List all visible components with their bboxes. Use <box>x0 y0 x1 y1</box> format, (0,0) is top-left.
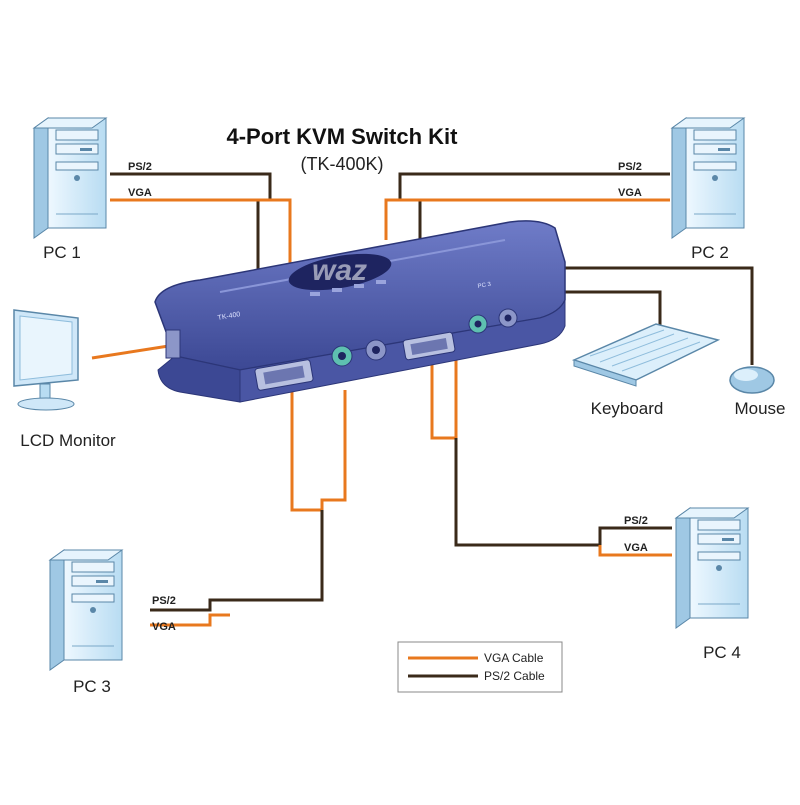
legend: VGA Cable PS/2 Cable <box>397 641 563 693</box>
pc4-vga-tail <box>598 545 672 557</box>
monitor-label: LCD Monitor <box>20 431 116 450</box>
pc3-label: PC 3 <box>73 677 111 696</box>
pc1-tower <box>33 117 107 239</box>
keyboard-cable <box>565 290 662 330</box>
pc2-tower <box>671 117 745 239</box>
pc4-ps2-cable <box>454 438 672 547</box>
pc3-vga-label: VGA <box>152 621 176 633</box>
pc3-ps2-label: PS/2 <box>152 595 176 607</box>
pc3-tower <box>49 549 123 671</box>
diagram-title: 4-Port KVM Switch Kit <box>226 124 458 149</box>
lcd-monitor <box>13 309 79 411</box>
pc2-vga-cable <box>384 198 670 240</box>
pc1-vga-label: VGA <box>128 187 152 199</box>
keyboard-label: Keyboard <box>591 399 664 418</box>
pc4-tower <box>675 507 749 629</box>
diagram-subtitle: (TK-400K) <box>300 154 383 174</box>
kvm-switch: TK-400 PC 3 <box>154 220 566 403</box>
legend-box <box>397 641 563 693</box>
pc4-vga-cable <box>430 360 458 440</box>
mouse-cable <box>565 266 754 365</box>
monitor-vga-cable <box>91 343 176 360</box>
mouse-label: Mouse <box>734 399 785 418</box>
pc3-vga-cable <box>290 390 347 512</box>
switch-brand-label: TK-400 <box>217 311 241 322</box>
pc3-ps2-cable <box>150 510 324 612</box>
legend-label-vga: VGA Cable <box>484 651 544 665</box>
keyboard-device <box>571 323 721 387</box>
pc4-label: PC 4 <box>703 643 741 662</box>
pc4-vga-label: VGA <box>624 542 648 554</box>
pc2-ps2-label: PS/2 <box>618 161 642 173</box>
pc3-vga-tail <box>150 613 230 627</box>
pc1-vga-cable <box>110 198 292 275</box>
cable-labels: PS/2 VGA PS/2 VGA PS/2 VGA PS/2 VGA <box>128 161 648 633</box>
watermark-logo: waz <box>312 254 367 287</box>
legend-label-ps2: PS/2 Cable <box>484 669 545 683</box>
pc1-label: PC 1 <box>43 243 81 262</box>
pc4-ps2-label: PS/2 <box>624 515 648 527</box>
mouse-device <box>729 366 775 394</box>
switch-port-label: PC 3 <box>477 282 492 290</box>
pc1-ps2-label: PS/2 <box>128 161 152 173</box>
pc2-label: PC 2 <box>691 243 729 262</box>
pc2-vga-label: VGA <box>618 187 642 199</box>
cables <box>91 172 754 627</box>
